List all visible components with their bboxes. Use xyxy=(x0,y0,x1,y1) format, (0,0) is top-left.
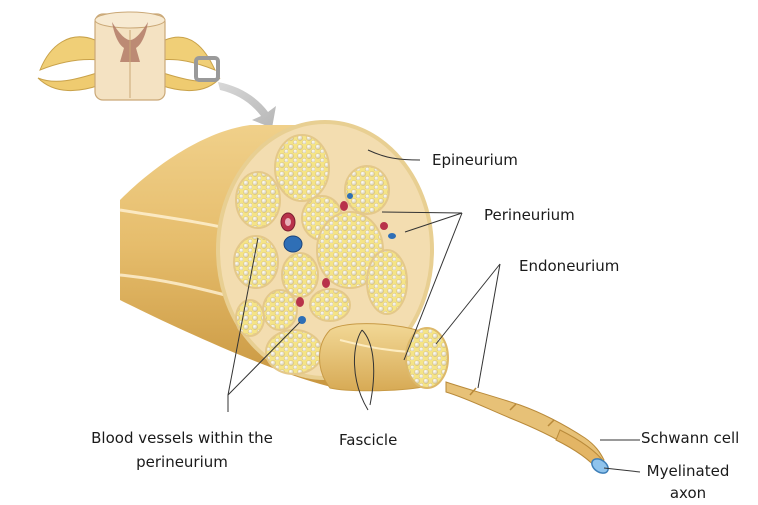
label-myelinated-line2: axon xyxy=(640,483,736,503)
label-schwann-cell: Schwann cell xyxy=(641,428,739,448)
label-endoneurium: Endoneurium xyxy=(519,256,619,276)
label-perineurium: Perineurium xyxy=(484,205,575,225)
label-blood-vessels-line1: Blood vessels within the xyxy=(62,428,302,448)
label-blood-vessels-line2: perineurium xyxy=(62,452,302,472)
zoom-arrow xyxy=(218,82,276,128)
label-fascicle: Fascicle xyxy=(339,430,397,450)
label-myelinated-line1: Myelinated xyxy=(640,461,736,481)
label-epineurium: Epineurium xyxy=(432,150,518,170)
axon-fibre xyxy=(446,382,604,468)
spinal-cord-icon xyxy=(38,12,220,100)
